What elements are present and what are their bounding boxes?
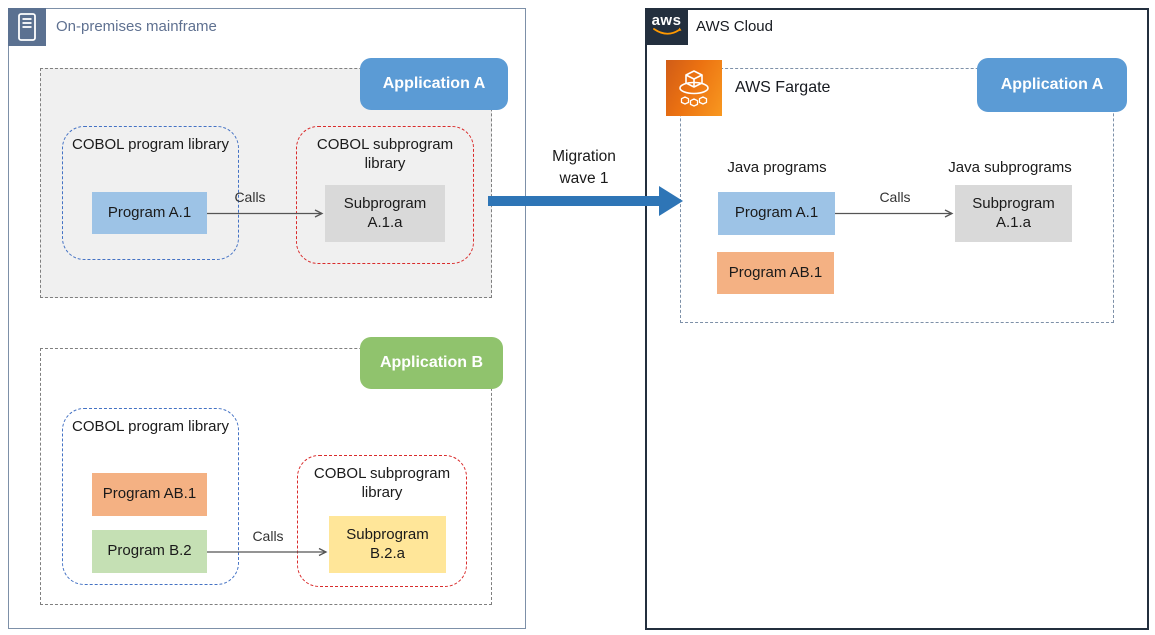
application-a-badge: Application A xyxy=(360,58,508,110)
calls-label-app-b: Calls xyxy=(252,528,284,544)
cobol-subprogram-library-a-title: COBOL subprogram library xyxy=(316,136,454,172)
program-a1-box: Program A.1 xyxy=(92,192,207,234)
cobol-subprogram-library-b-title: COBOL subprogram library xyxy=(313,465,451,501)
aws-cloud-title: AWS Cloud xyxy=(696,18,773,35)
cobol-program-library-a-title: COBOL program library xyxy=(72,136,229,153)
calls-label-app-a: Calls xyxy=(234,189,266,205)
application-a-badge-aws: Application A xyxy=(977,58,1127,112)
aws-logo-text: aws xyxy=(651,12,682,29)
cobol-program-library-a: COBOL program library xyxy=(62,126,239,260)
fargate-icon xyxy=(666,60,722,116)
calls-label-aws: Calls xyxy=(879,189,911,205)
subprogram-a1a-box-aws: Subprogram A.1.a xyxy=(955,185,1072,242)
subprogram-b2a-box: Subprogram B.2.a xyxy=(329,516,446,573)
onprem-title: On-premises mainframe xyxy=(56,18,217,35)
application-b-badge: Application B xyxy=(360,337,503,389)
java-programs-title: Java programs xyxy=(727,159,827,176)
program-ab1-box-aws: Program AB.1 xyxy=(717,252,834,294)
mainframe-icon xyxy=(8,8,46,46)
program-ab1-box: Program AB.1 xyxy=(92,473,207,516)
program-b2-box: Program B.2 xyxy=(92,530,207,573)
cobol-subprogram-library-b: COBOL subprogram library xyxy=(297,455,467,587)
cobol-subprogram-library-a: COBOL subprogram library xyxy=(296,126,474,264)
aws-logo-icon: aws xyxy=(645,8,688,45)
cobol-program-library-b-title: COBOL program library xyxy=(72,418,229,435)
cobol-program-library-b: COBOL program library xyxy=(62,408,239,585)
migration-wave-label: Migration wave 1 xyxy=(552,148,616,188)
subprogram-a1a-box: Subprogram A.1.a xyxy=(325,185,445,242)
program-a1-box-aws: Program A.1 xyxy=(718,192,835,235)
fargate-label: AWS Fargate xyxy=(735,79,831,96)
java-subprograms-title: Java subprograms xyxy=(948,159,1072,176)
